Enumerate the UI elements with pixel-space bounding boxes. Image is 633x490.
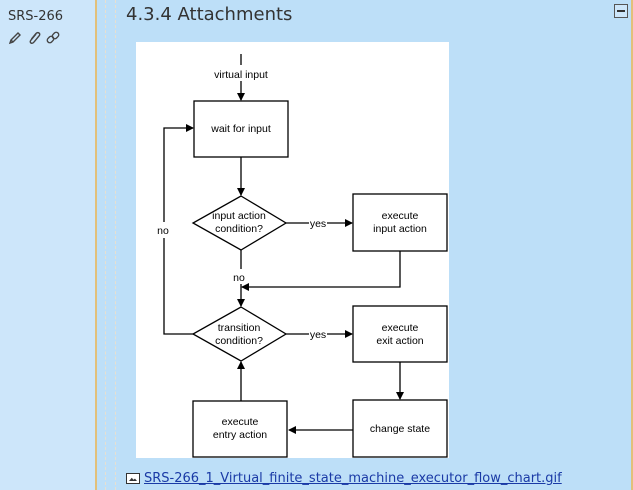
node-change-state bbox=[352, 399, 448, 458]
section-title: 4.3.4 Attachments bbox=[126, 4, 293, 25]
label-input-cond-1: input action bbox=[212, 210, 266, 222]
label-exec-input-1: execute bbox=[382, 210, 419, 222]
guide-line bbox=[115, 0, 116, 490]
requirement-actions bbox=[7, 30, 61, 46]
requirement-id: SRS-266 bbox=[8, 9, 64, 24]
label-yes-2: yes bbox=[310, 329, 326, 341]
label-input-cond-2: condition? bbox=[215, 223, 263, 235]
edge-input-action-return bbox=[241, 251, 401, 291]
label-no-loop: no bbox=[157, 225, 169, 237]
label-virtual-input: virtual input bbox=[214, 69, 268, 81]
label-exec-input-2: input action bbox=[373, 223, 427, 235]
requirement-id-column: SRS-266 bbox=[0, 0, 97, 490]
edge-no-loop bbox=[163, 124, 194, 222]
label-exec-entry-2: entry action bbox=[213, 429, 267, 441]
label-yes-1: yes bbox=[310, 218, 326, 230]
node-execute-entry-action bbox=[192, 400, 288, 458]
image-file-icon bbox=[126, 473, 140, 484]
right-border bbox=[631, 0, 633, 490]
node-execute-exit-action bbox=[352, 305, 448, 363]
label-trans-cond-2: condition? bbox=[215, 335, 263, 347]
collapse-minus-icon[interactable] bbox=[614, 4, 628, 18]
link-icon[interactable] bbox=[45, 30, 61, 46]
node-wait-for-input bbox=[193, 100, 289, 158]
label-exec-exit-2: exit action bbox=[376, 335, 423, 347]
attachment-item: SRS-266_1_Virtual_finite_state_machine_e… bbox=[126, 471, 562, 486]
node-transition-condition bbox=[191, 306, 288, 362]
label-no-input: no bbox=[233, 272, 245, 284]
guide-line bbox=[105, 0, 106, 490]
label-exec-entry-1: execute bbox=[222, 416, 259, 428]
attachment-link[interactable]: SRS-266_1_Virtual_finite_state_machine_e… bbox=[144, 471, 562, 486]
label-trans-cond-1: transition bbox=[218, 322, 261, 334]
label-exec-exit-1: execute bbox=[382, 322, 419, 334]
pencil-icon[interactable] bbox=[7, 30, 23, 46]
flowchart: virtual input wait for input input actio… bbox=[157, 54, 448, 458]
label-change-state: change state bbox=[370, 423, 430, 435]
edge-no-loop-a bbox=[163, 238, 193, 335]
attachment-image-flowchart: virtual input wait for input input actio… bbox=[136, 42, 449, 458]
node-execute-input-action bbox=[352, 193, 448, 252]
label-wait-for-input: wait for input bbox=[210, 123, 271, 135]
paperclip-icon[interactable] bbox=[26, 30, 42, 46]
